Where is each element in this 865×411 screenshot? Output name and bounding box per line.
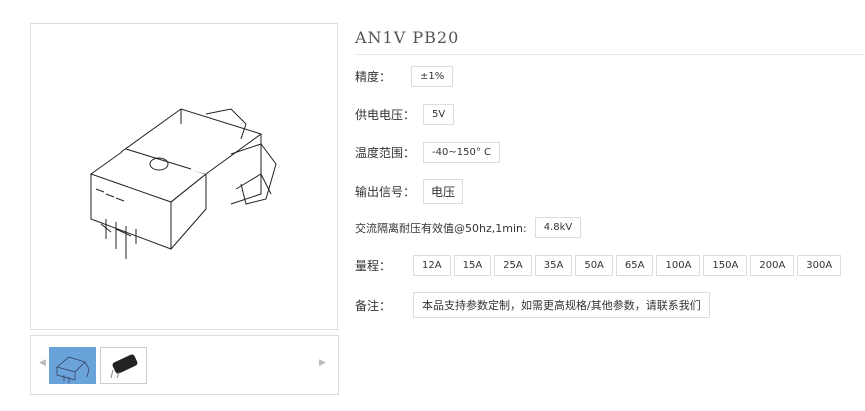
- spec-label: 温度范围：: [355, 146, 416, 160]
- range-option-150a[interactable]: 150A: [703, 255, 748, 276]
- thumbnail-photo[interactable]: [100, 347, 147, 384]
- range-selector: 量程： 12A 15A 25A 35A 50A 65A 100A 150A 20…: [355, 255, 844, 276]
- sensor-drawing: [89, 108, 277, 259]
- note-label: 备注：: [355, 298, 392, 313]
- range-option-15a[interactable]: 15A: [453, 255, 492, 276]
- sensor-drawing-thumb-icon: [56, 356, 90, 383]
- range-option-35a[interactable]: 35A: [534, 255, 573, 276]
- spec-value: 电压: [423, 179, 464, 204]
- range-option-200a[interactable]: 200A: [750, 255, 795, 276]
- spec-value: -40~150° C: [423, 142, 500, 163]
- next-arrow-icon[interactable]: ▶: [319, 358, 326, 368]
- spec-value: ±1%: [411, 66, 454, 87]
- thumbnail-drawing[interactable]: [49, 347, 96, 384]
- spec-value: 5V: [423, 104, 455, 125]
- spec-output-signal: 输出信号： 电压: [355, 179, 467, 204]
- range-option-25a[interactable]: 25A: [494, 255, 532, 276]
- thumbnail-gallery: ◀ ▶: [30, 335, 339, 395]
- range-option-300a[interactable]: 300A: [797, 255, 842, 276]
- range-option-12a[interactable]: 12A: [413, 255, 451, 276]
- main-product-image: [30, 23, 338, 330]
- spec-temperature: 温度范围： -40~150° C: [355, 142, 504, 163]
- spec-label: 精度：: [355, 70, 392, 84]
- spec-supply-voltage: 供电电压： 5V: [355, 104, 458, 125]
- range-option-50a[interactable]: 50A: [575, 255, 613, 276]
- spec-label: 输出信号：: [355, 185, 416, 199]
- spec-label: 供电电压：: [355, 108, 416, 122]
- spec-accuracy: 精度： ±1%: [355, 66, 457, 87]
- spec-isolation-voltage: 交流隔离耐压有效值@50hz,1min: 4.8kV: [355, 217, 585, 238]
- sensor-photo-thumb-icon: [110, 354, 138, 379]
- spec-label: 交流隔离耐压有效值@50hz,1min:: [355, 221, 527, 235]
- note-row: 备注： 本品支持参数定制，如需更高规格/其他参数，请联系我们: [355, 292, 714, 318]
- range-option-65a[interactable]: 65A: [615, 255, 654, 276]
- range-option-100a[interactable]: 100A: [656, 255, 701, 276]
- divider: [355, 54, 865, 55]
- note-value: 本品支持参数定制，如需更高规格/其他参数，请联系我们: [413, 292, 710, 318]
- range-label: 量程：: [355, 259, 392, 273]
- product-title: AN1V PB20: [355, 28, 460, 47]
- spec-value: 4.8kV: [534, 217, 582, 238]
- prev-arrow-icon[interactable]: ◀: [39, 358, 46, 368]
